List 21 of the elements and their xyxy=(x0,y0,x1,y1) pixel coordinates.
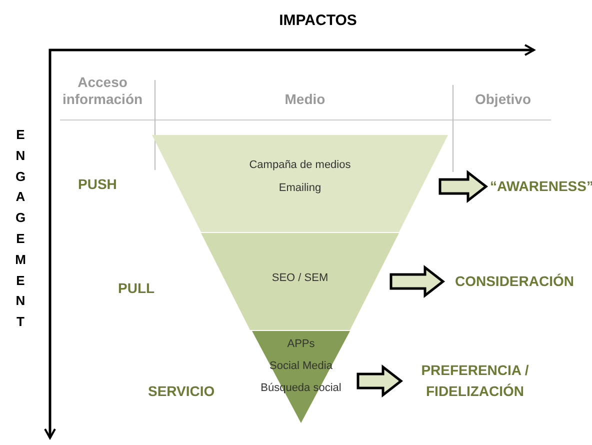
row-label: PULL xyxy=(118,280,156,296)
axis-title: ENGAGEMENT xyxy=(14,126,27,332)
axis-title: IMPACTOS xyxy=(278,12,358,29)
column-header: Acceso información xyxy=(61,74,144,108)
segment-text: SEO / SEM xyxy=(270,272,330,284)
segment-text: Campaña de medios xyxy=(248,159,352,171)
funnel-segment xyxy=(152,135,448,232)
block-arrow xyxy=(390,264,446,298)
segment-text: Emailing xyxy=(278,182,322,194)
segment-text: APPs xyxy=(286,338,316,350)
block-arrow xyxy=(438,170,488,204)
block-arrow xyxy=(356,364,404,398)
objective-label: “AWARENESS” xyxy=(490,176,590,197)
objective-label: PREFERENCIA / FIDELIZACIÓN xyxy=(405,360,545,402)
objective-label: CONSIDERACIÓN xyxy=(447,271,582,292)
column-header: Objetivo xyxy=(474,91,532,107)
funnel-segment xyxy=(201,233,399,330)
column-header: Medio xyxy=(284,91,326,107)
row-label: PUSH xyxy=(78,176,118,192)
row-label: SERVICIO xyxy=(148,383,216,399)
funnel-segment xyxy=(252,331,350,423)
